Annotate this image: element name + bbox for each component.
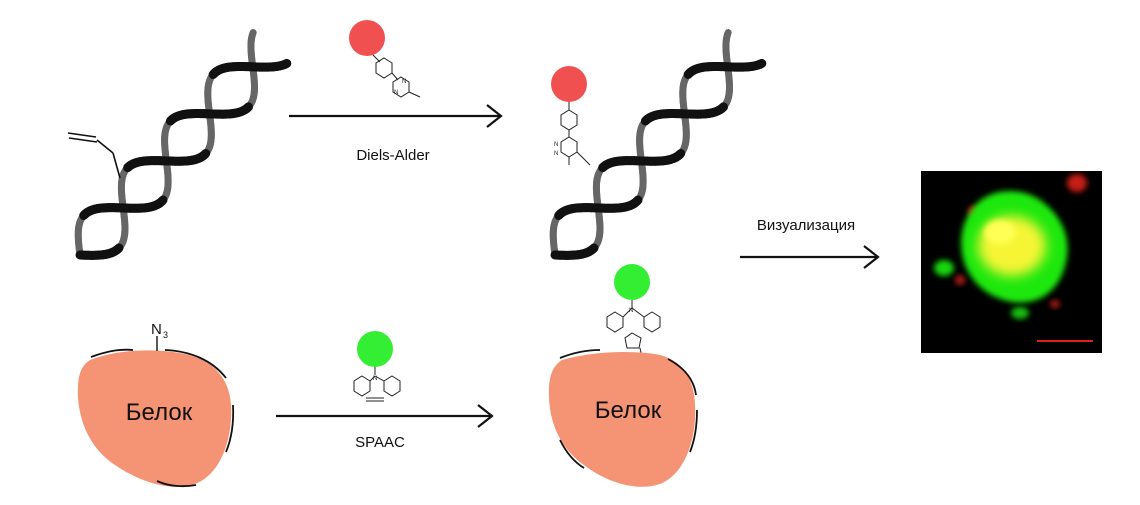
diels-alder-reagent: N N <box>349 20 421 98</box>
dye-red-product <box>551 66 587 102</box>
dna-strand-segment <box>113 243 124 254</box>
dbco-structure: N <box>353 367 401 402</box>
azide-label: N <box>151 321 162 338</box>
protein-label-right: Белок <box>595 397 662 424</box>
dna-strand-segment <box>242 102 253 113</box>
spaac-label: SPAAC <box>355 434 405 451</box>
spaac-reagent: N <box>353 331 401 402</box>
arrow-spaac <box>276 404 494 428</box>
protein-right: N Белок <box>548 264 698 487</box>
dna-helix-right: N N <box>549 29 767 260</box>
svg-text:N: N <box>554 142 558 148</box>
dna-strand-segment <box>717 102 728 113</box>
protein-blob-right <box>548 352 696 487</box>
visualization-label: Визуализация <box>757 217 855 234</box>
diels-alder-label: Diels-Alder <box>356 147 429 164</box>
dna-strand-segment <box>632 195 643 206</box>
arrow-visualization <box>740 245 880 269</box>
svg-text:N: N <box>373 376 377 382</box>
dye-green-reagent <box>357 331 393 367</box>
dna-strand-segment <box>675 148 686 160</box>
arrow-diels-alder <box>289 104 503 128</box>
tetrazine-structure: N N <box>372 54 421 98</box>
pyridazine-linker: N N <box>554 102 591 166</box>
triazole-linker: N <box>606 300 661 358</box>
protein-label-left: Белок <box>126 399 193 426</box>
svg-text:N: N <box>554 151 558 157</box>
svg-text:N: N <box>629 308 633 314</box>
azide-subscript: 3 <box>163 330 168 340</box>
dna-strand-segment <box>588 243 599 254</box>
dna-helix-left <box>67 29 292 260</box>
dna-strand-segment <box>280 58 292 69</box>
dye-green-product <box>614 264 650 300</box>
dna-strand-segment <box>755 58 767 69</box>
protein-left: N 3 Белок <box>77 321 235 488</box>
dna-strand-segment <box>157 195 168 206</box>
dye-red-reagent <box>349 20 385 56</box>
dna-strand-segment <box>200 148 211 160</box>
protein-blob-left <box>77 350 232 487</box>
svg-text:N: N <box>394 90 398 96</box>
microscopy-image <box>921 171 1102 353</box>
vinyl-group <box>67 132 121 179</box>
svg-text:N: N <box>402 79 406 85</box>
